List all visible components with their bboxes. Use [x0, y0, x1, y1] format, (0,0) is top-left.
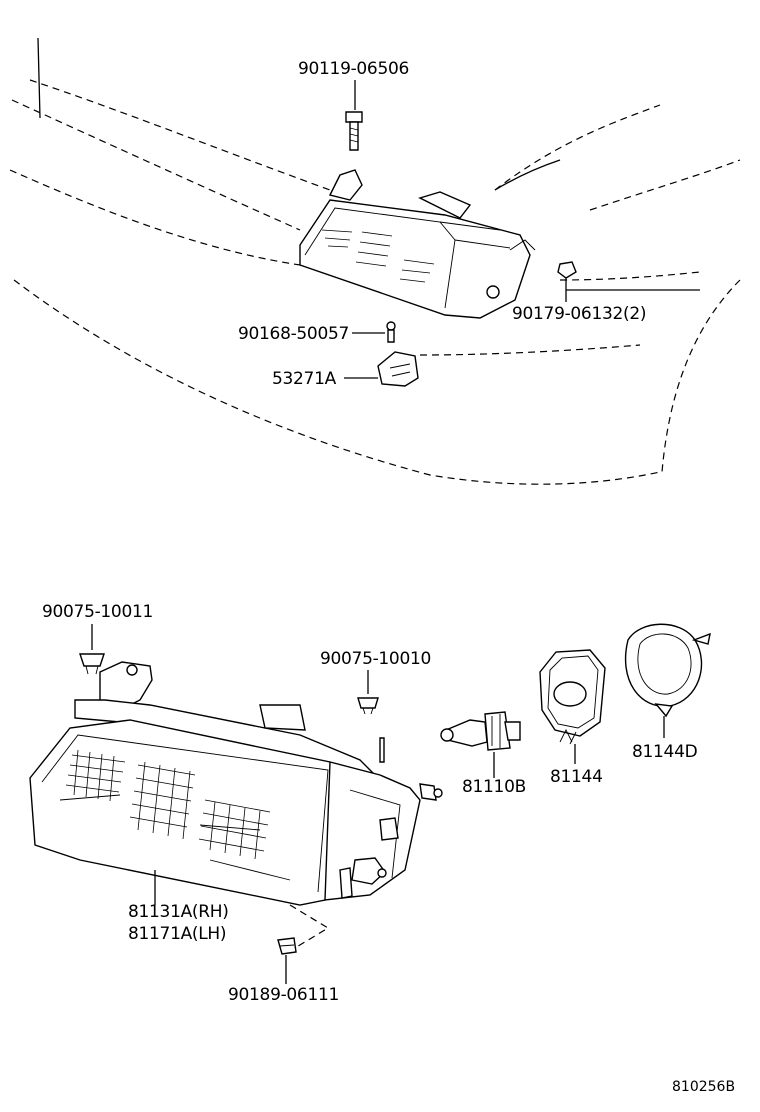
- callout-clip-center: 90075-10010: [320, 649, 431, 669]
- lower-headlamp-assembly: [29, 661, 443, 906]
- clip-center-part: [357, 697, 379, 715]
- callout-bulb: 81110B: [462, 777, 526, 797]
- bracket-part: [377, 351, 419, 387]
- callout-retainer-ring: 81144D: [632, 742, 698, 762]
- nut-part: [557, 261, 577, 279]
- upper-headlamp-assembly: [299, 169, 536, 319]
- clip-left-part: [79, 653, 105, 675]
- retainer-ring-part: [624, 623, 711, 718]
- callout-bolt: 90119-06506: [298, 59, 409, 79]
- callout-headlamp-rh: 81131A(RH): [128, 902, 229, 922]
- vehicle-body-outline: [9, 37, 741, 485]
- callout-headlamp-lh: 81171A(LH): [128, 924, 226, 944]
- bolt-part: [345, 111, 363, 151]
- bulb-part: [440, 711, 521, 751]
- callout-clip-left: 90075-10011: [42, 602, 153, 622]
- callout-screw: 90168-50057: [238, 324, 349, 344]
- callout-nut: 90179-06132(2): [512, 304, 646, 324]
- callout-socket-cover: 81144: [550, 767, 603, 787]
- callout-grommet: 90189-06111: [228, 985, 339, 1005]
- screw-part: [386, 321, 396, 343]
- callout-bracket: 53271A: [272, 369, 337, 389]
- diagram-id: 810256B: [672, 1079, 735, 1095]
- socket-cover-part: [539, 649, 606, 745]
- grommet-part: [277, 937, 297, 955]
